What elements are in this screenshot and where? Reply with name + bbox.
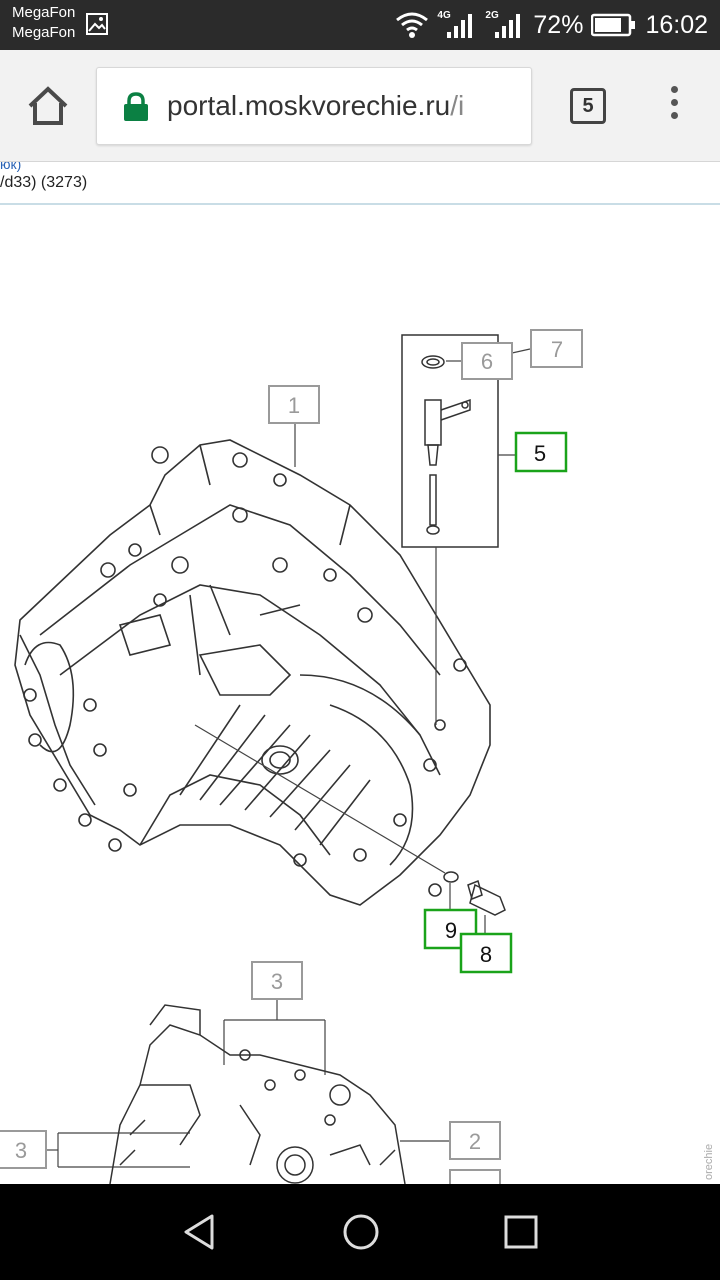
callout-8-label: 8 [480,942,492,967]
tab-switcher-button[interactable]: 5 [570,88,606,124]
callout-2[interactable]: 2 [449,1121,501,1160]
highlighted-callouts: 5 9 8 [423,431,568,974]
url-text[interactable]: portal.moskvorechie.ru/i [167,90,464,122]
speed-sensor-part [443,871,506,916]
back-icon[interactable] [180,1212,220,1252]
battery-icon [591,13,636,37]
page-subtitle: /d33) (3273) [0,174,88,191]
callout-2-label: 2 [469,1129,481,1154]
signal-2g: 2G [485,10,525,40]
callout-5[interactable]: 5 [514,431,568,473]
callout-boxes: 1 6 7 3 3 [0,329,583,1184]
network-type-2g: 2G [485,10,499,21]
callout-3-left-label: 3 [15,1138,27,1163]
second-gearbox-drawing [109,1004,406,1184]
lock-icon [124,92,148,121]
web-page: юк) /d33) (3273) [0,162,720,1184]
image-notification-icon [86,13,108,35]
callout-5-label: 5 [534,441,546,466]
callout-3-top-label: 3 [271,969,283,994]
home-icon[interactable] [24,84,72,128]
callout-6-label: 6 [481,349,493,374]
leader-lines [47,348,531,1168]
sensor-group-frame [401,334,499,548]
browser-toolbar: portal.moskvorechie.ru/i 5 [0,50,720,162]
network-type-4g: 4G [437,10,451,21]
callout-9-label: 9 [445,918,457,943]
recent-apps-icon[interactable] [501,1212,541,1252]
wifi-icon [396,12,429,38]
address-bar[interactable]: portal.moskvorechie.ru/i [96,67,532,145]
signal-bars-icon [447,14,473,38]
watermark: orechie [703,1143,715,1180]
clock: 16:02 [645,10,708,39]
callout-1[interactable]: 1 [268,385,320,424]
callout-6[interactable]: 6 [461,342,513,380]
breadcrumb-link[interactable]: юк) [0,162,22,172]
callout-3-top[interactable]: 3 [251,961,303,1000]
battery-percent: 72% [533,10,584,39]
navigation-bar [0,1184,720,1280]
callout-7[interactable]: 7 [530,329,583,368]
home-circle-icon[interactable] [341,1212,381,1252]
signal-bars-icon [495,14,521,38]
divider [0,203,720,205]
overflow-menu-icon[interactable] [664,86,684,126]
parts-diagram[interactable]: 1 6 7 3 3 [0,205,720,1184]
carrier-name-2: MegaFon [12,24,76,41]
callout-1-label: 1 [288,393,300,418]
carrier-name-1: MegaFon [12,4,76,21]
callout-partial-bottom [449,1169,501,1184]
callout-8[interactable]: 8 [459,932,513,974]
url-host: portal.moskvorechie.ru [167,90,451,121]
callout-7-label: 7 [551,337,563,362]
signal-4g: 4G [437,10,477,40]
url-path: /i [450,90,465,121]
callout-3-left[interactable]: 3 [0,1130,47,1169]
status-bar: MegaFon MegaFon 4G [0,0,720,50]
gearbox-housing-outline [14,439,491,906]
gearbox-drawing [14,439,491,906]
